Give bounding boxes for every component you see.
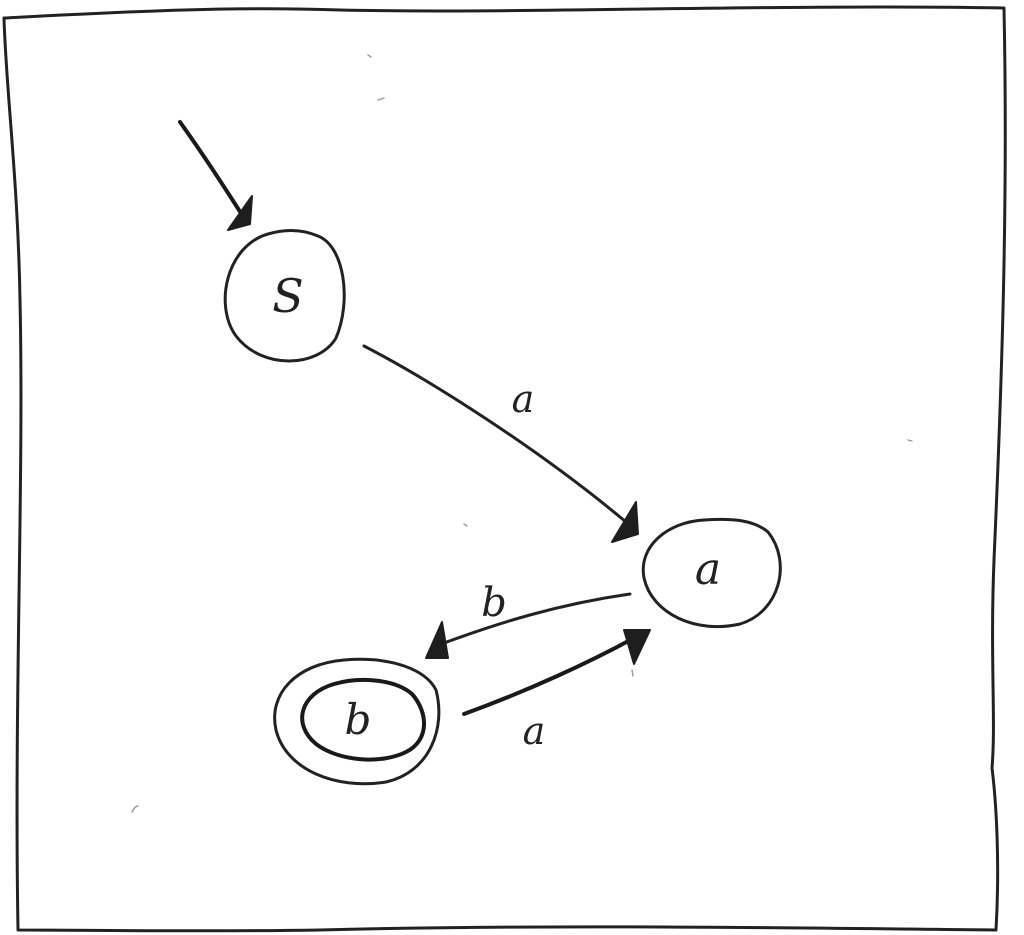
state-S-circle	[223, 228, 346, 363]
transition-S-to-a-arrowhead	[611, 501, 639, 543]
state-S-label: S	[272, 269, 304, 323]
transition-S-to-a-label: a	[512, 377, 535, 421]
transition-a-to-b-arrowhead	[425, 621, 449, 659]
state-b-inner-circle	[300, 677, 426, 762]
start-arrowhead	[227, 195, 253, 231]
state-S: S	[223, 228, 346, 363]
state-b-outer-circle	[273, 657, 441, 786]
state-a-circle	[641, 517, 782, 629]
state-a: a	[641, 517, 782, 629]
start-arrow	[178, 120, 253, 231]
paper-specks	[131, 54, 913, 813]
transition-b-to-a: a	[462, 629, 651, 753]
transition-b-to-a-label: a	[523, 709, 546, 753]
transition-S-to-a: a	[362, 344, 639, 543]
transition-a-to-b: b	[425, 580, 632, 659]
transition-b-to-a-arrowhead	[623, 629, 651, 665]
transition-a-to-b-label: b	[481, 580, 507, 626]
frame-border	[2, 5, 1007, 933]
state-b-label: b	[345, 695, 372, 744]
state-a-label: a	[695, 544, 721, 595]
state-b: b	[273, 657, 441, 786]
